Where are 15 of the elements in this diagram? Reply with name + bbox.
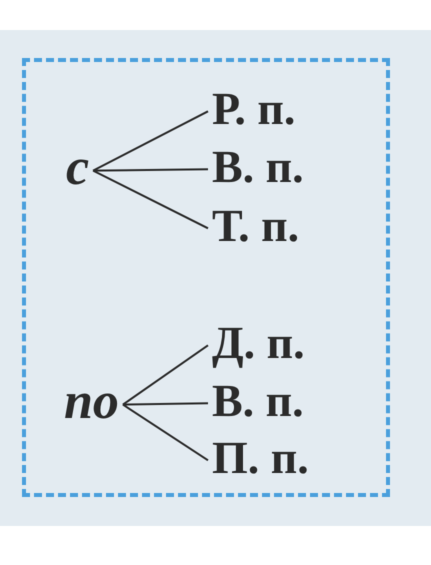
connector-line	[92, 170, 208, 230]
connector-line	[122, 404, 209, 462]
connector-line	[93, 168, 208, 172]
connector-line	[122, 402, 208, 406]
case-label: Д. п.	[212, 320, 305, 366]
dashed-frame	[22, 58, 390, 497]
case-label: Т. п.	[212, 203, 300, 249]
case-label: Р. п.	[212, 86, 296, 132]
case-label: В. п.	[212, 144, 304, 190]
preposition-label: с	[66, 142, 90, 194]
connector-line	[122, 344, 209, 406]
preposition-label: по	[64, 376, 119, 428]
case-label: В. п.	[212, 378, 304, 424]
case-label: П. п.	[212, 435, 309, 481]
connector-line	[92, 110, 208, 172]
